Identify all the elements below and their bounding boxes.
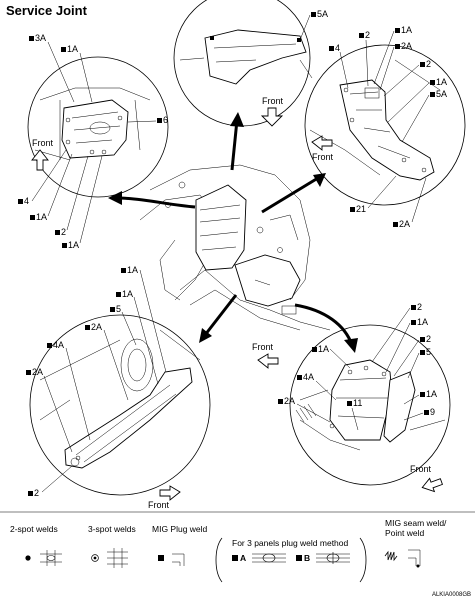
callout-label: 2A bbox=[399, 219, 410, 229]
callout-label: 1A bbox=[417, 317, 428, 327]
callout-label: 1A bbox=[36, 212, 47, 222]
mig-seam-weld-icon bbox=[384, 549, 421, 568]
legend-three-panels-label: For 3 panels plug weld method bbox=[232, 538, 349, 548]
detail-arrows bbox=[108, 112, 358, 353]
front-label: Front bbox=[252, 342, 274, 352]
front-arrow-top-right bbox=[311, 135, 333, 151]
mig-plug-weld-icon bbox=[158, 553, 185, 566]
callout-label: 1A bbox=[426, 389, 437, 399]
three-spot-weld-icon bbox=[91, 548, 128, 568]
callouts-bottom-right: 2 1A 2 5 1A 4A 2A 11 1A 9 bbox=[278, 302, 437, 431]
detail-top-left bbox=[27, 56, 169, 198]
plug-weld-method-a-icon bbox=[232, 553, 286, 563]
legend-mig-seam-label: MIG seam weld/ bbox=[385, 518, 447, 528]
weld-legend: 2-spot welds 3-spot welds MIG Plug weld … bbox=[0, 510, 475, 600]
callout-label: 4 bbox=[24, 196, 29, 206]
page-title: Service Joint bbox=[6, 3, 87, 18]
detail-top-right bbox=[304, 44, 466, 206]
callout-label: 1A bbox=[122, 289, 133, 299]
callout-label: 2A bbox=[91, 322, 102, 332]
callout-label: 6 bbox=[163, 115, 168, 125]
callouts-top-right: 1A 2 2A 4 2 1A 5A 21 2A bbox=[329, 25, 447, 229]
callout-label: 1A bbox=[318, 344, 329, 354]
callouts-top-left: 3A 1A 6 4 1A 2 1A bbox=[18, 33, 168, 250]
legend-point-weld-label: Point weld bbox=[385, 528, 425, 538]
legend-three-spot-label: 3-spot welds bbox=[88, 524, 136, 534]
callout-label: 5 bbox=[426, 347, 431, 357]
callout-label: 21 bbox=[356, 204, 366, 214]
front-label: Front bbox=[32, 138, 54, 148]
detail-bottom-left bbox=[29, 314, 211, 496]
front-arrow-bottom-right bbox=[421, 477, 443, 493]
front-label: Front bbox=[312, 152, 334, 162]
callouts-top-center: 5A bbox=[299, 9, 328, 41]
callout-label: 2A bbox=[32, 367, 43, 377]
callout-label: 2 bbox=[426, 334, 431, 344]
callout-label: 1A bbox=[127, 265, 138, 275]
callout-label: 1A bbox=[67, 44, 78, 54]
front-arrow-top-left bbox=[31, 149, 49, 171]
callout-label: 5 bbox=[116, 304, 121, 314]
legend-symbols bbox=[0, 511, 475, 583]
reference-code: ALKIA0008GB bbox=[431, 592, 471, 598]
front-arrow-bottom-left-mid bbox=[257, 353, 279, 369]
callout-label: 2 bbox=[365, 30, 370, 40]
service-joint-diagram: Front 3A 1A 6 4 1A 2 1A Front 5A bbox=[18, 0, 466, 510]
legend-method-b-label: B bbox=[304, 553, 311, 563]
callouts-bottom-left: 1A 1A 5 2A 4A 2A 2 bbox=[26, 265, 167, 498]
callout-label: 4A bbox=[53, 340, 64, 350]
legend-mig-plug-label: MIG Plug weld bbox=[152, 524, 208, 534]
central-body-view bbox=[139, 164, 331, 331]
callout-label: 4 bbox=[335, 43, 340, 53]
two-spot-weld-icon bbox=[25, 550, 62, 566]
callout-label: 2A bbox=[401, 41, 412, 51]
legend-two-spot-label: 2-spot welds bbox=[10, 524, 58, 534]
legend-method-a-label: A bbox=[240, 553, 247, 563]
front-arrow-bottom-left bbox=[159, 485, 181, 501]
callout-label: 2 bbox=[61, 227, 66, 237]
front-label: Front bbox=[410, 464, 432, 474]
front-label: Front bbox=[148, 500, 170, 510]
callout-label: 5A bbox=[317, 9, 328, 19]
callout-label: 3A bbox=[35, 33, 46, 43]
callout-label: 4A bbox=[303, 372, 314, 382]
callout-label: 11 bbox=[353, 398, 362, 408]
plug-weld-method-b-icon bbox=[296, 552, 350, 564]
detail-bottom-right bbox=[289, 324, 451, 486]
callout-label: 2 bbox=[417, 302, 422, 312]
callout-label: 5A bbox=[436, 89, 447, 99]
detail-top-center bbox=[173, 0, 313, 127]
callout-label: 1A bbox=[436, 77, 447, 87]
callout-label: 2 bbox=[426, 59, 431, 69]
callout-label: 9 bbox=[430, 407, 435, 417]
callout-label: 2A bbox=[284, 396, 295, 406]
callout-label: 1A bbox=[401, 25, 412, 35]
callout-label: 2 bbox=[34, 488, 39, 498]
front-label: Front bbox=[262, 96, 284, 106]
callout-label: 1A bbox=[68, 240, 79, 250]
